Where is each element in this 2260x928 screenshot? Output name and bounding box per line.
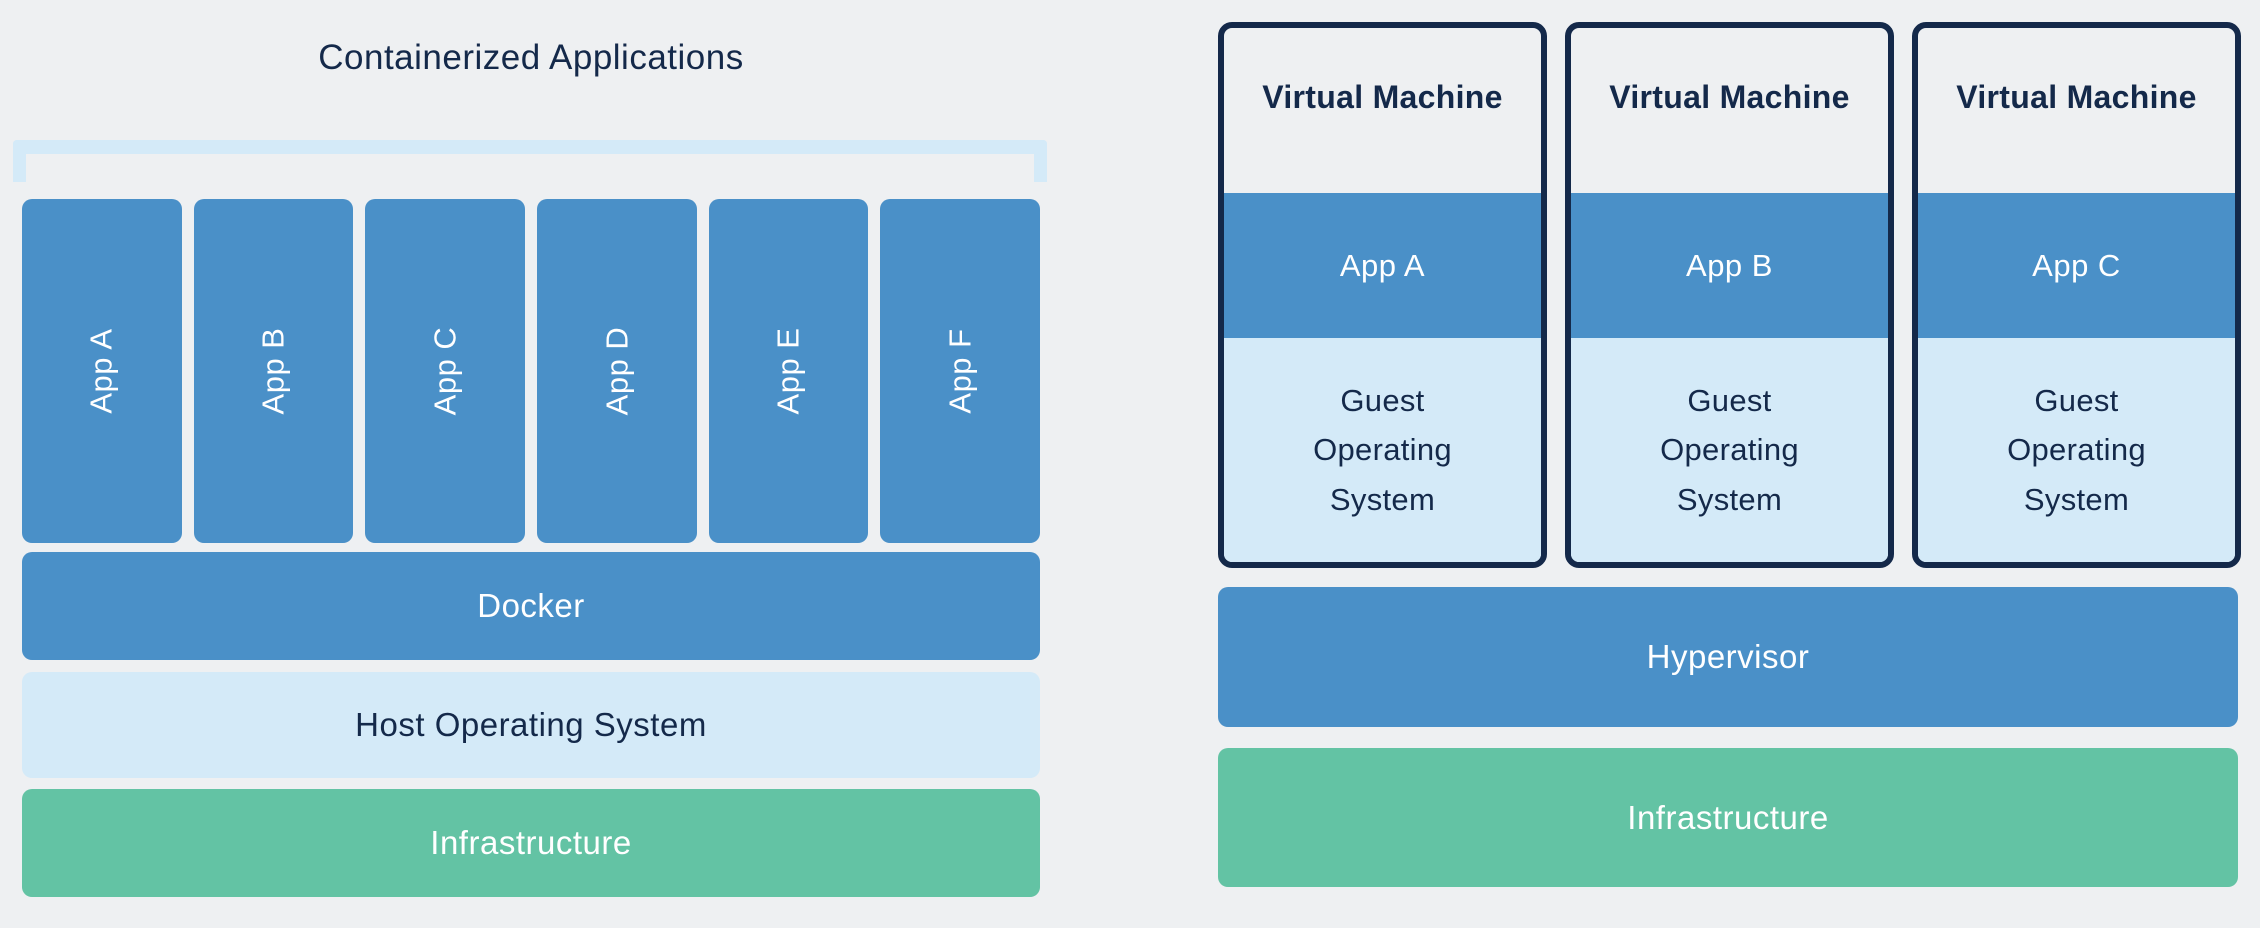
docker-layer: Docker [22,552,1040,660]
container-app-c: App C [365,199,526,543]
vm-guest-os-3: Guest Operating System [1918,338,2235,562]
vm-guest-os-2: Guest Operating System [1571,338,1888,562]
virtual-machine-box-1: Virtual Machine App A Guest Operating Sy… [1218,22,1547,568]
container-app-label: App D [598,326,634,416]
container-app-f: App F [880,199,1041,543]
virtual-machine-box-2: Virtual Machine App B Guest Operating Sy… [1565,22,1894,568]
virtual-machine-title: Virtual Machine [1956,79,2197,115]
virtual-machine-title: Virtual Machine [1262,79,1503,115]
vm-app-b: App B [1571,193,1888,338]
host-operating-system-layer: Host Operating System [22,672,1040,778]
container-app-d: App D [537,199,697,543]
infrastructure-layer-left: Infrastructure [22,789,1040,897]
infrastructure-layer-right: Infrastructure [1218,748,2238,887]
apps-group-bracket [13,140,1047,182]
virtual-machine-title: Virtual Machine [1609,79,1850,115]
vm-app-a: App A [1224,193,1541,338]
vm-app-c: App C [1918,193,2235,338]
virtual-machines-row: Virtual Machine App A Guest Operating Sy… [1218,22,2241,568]
container-app-a: App A [22,199,182,543]
vm-guest-os-1: Guest Operating System [1224,338,1541,562]
container-app-e: App E [708,199,869,543]
vm-guest-os-label: Guest Operating System [1660,382,1799,517]
container-app-label: App A [83,328,119,414]
container-app-label: App F [942,328,978,414]
container-app-label: App C [427,326,463,416]
container-apps-row: App A App B App C App D App E App F [22,199,1041,543]
container-app-b: App B [193,199,354,543]
virtual-machine-box-3: Virtual Machine App C Guest Operating Sy… [1912,22,2241,568]
hypervisor-layer: Hypervisor [1218,587,2238,727]
vm-guest-os-label: Guest Operating System [2007,382,2146,517]
vm-guest-os-label: Guest Operating System [1313,382,1452,517]
containerized-applications-title: Containerized Applications [318,38,744,77]
container-app-label: App B [255,327,291,415]
container-app-label: App E [770,327,806,415]
